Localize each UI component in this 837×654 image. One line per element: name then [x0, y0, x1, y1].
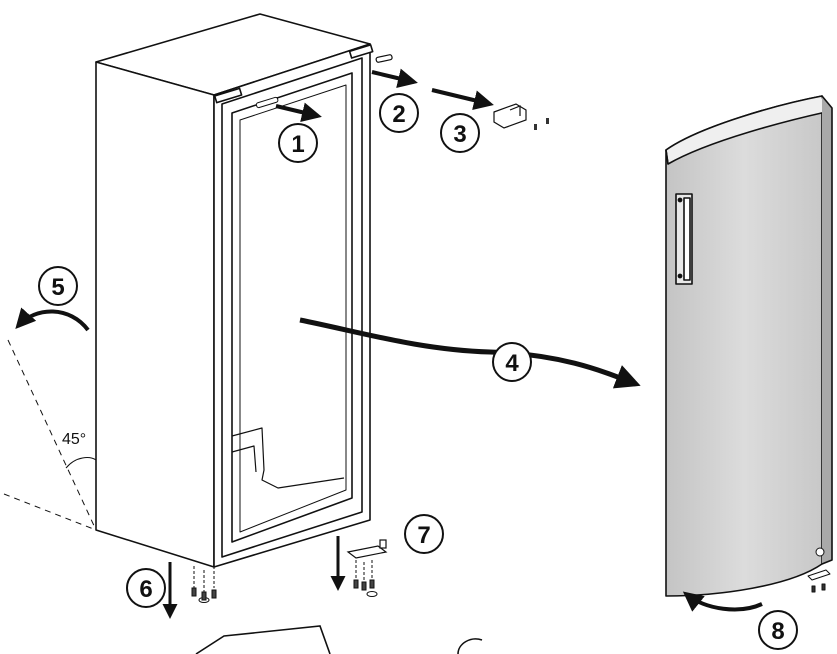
step-5-badge [38, 266, 78, 306]
top-hinge-cover-right [348, 44, 374, 59]
step-8-group: 8 [682, 591, 798, 650]
step-1-group: 1 [275, 102, 322, 163]
step-3-group: 3 [431, 88, 549, 153]
step-5-group: 5 45° [3, 266, 97, 531]
step-6-label: 6 [139, 576, 152, 603]
door-removal-arrow [299, 317, 641, 389]
step-7-badge [404, 514, 444, 554]
top-hinge-cover-left [213, 87, 243, 104]
step-7-label: 7 [417, 522, 430, 549]
hinge-screws [534, 118, 549, 130]
cabinet-side [95, 61, 215, 568]
cabinet-liner [231, 72, 353, 543]
step-2-label: 2 [392, 101, 405, 128]
angle-arc [65, 457, 97, 469]
step-4-group: 4 [299, 317, 641, 389]
bottom-hinge-part [346, 539, 388, 559]
step-1-badge [278, 123, 318, 163]
hinge-cap-part [375, 54, 393, 63]
step-7-group: 7 [330, 514, 444, 597]
cabinet-gasket [221, 57, 363, 558]
door-handle [675, 193, 693, 285]
step-6-group: 6 [126, 562, 217, 619]
angle-label: 45° [62, 431, 86, 448]
fridge-cabinet [95, 13, 374, 568]
step-3-badge [440, 113, 480, 153]
fridge-door [665, 95, 833, 597]
step-1-label: 1 [291, 131, 304, 158]
step-3-label: 3 [453, 121, 466, 148]
door-bottom-hinge [807, 547, 831, 593]
step-2-badge [379, 93, 419, 133]
top-hinge-part [493, 103, 527, 129]
step-8-label: 8 [771, 618, 784, 645]
step-5-label: 5 [51, 274, 64, 301]
foot-screws [191, 566, 217, 603]
bottom-hinge-screws [353, 560, 378, 597]
door-panel [665, 95, 823, 597]
hinge-swap-arrow [682, 591, 763, 612]
step-4-label: 4 [505, 350, 519, 377]
tilt-arrow [15, 307, 90, 332]
step-2-group: 2 [371, 54, 419, 133]
next-figure-partial [195, 625, 483, 654]
step-8-badge [758, 610, 798, 650]
cabinet-front [213, 43, 371, 568]
step-4-badge [492, 342, 532, 382]
step-6-badge [126, 568, 166, 608]
